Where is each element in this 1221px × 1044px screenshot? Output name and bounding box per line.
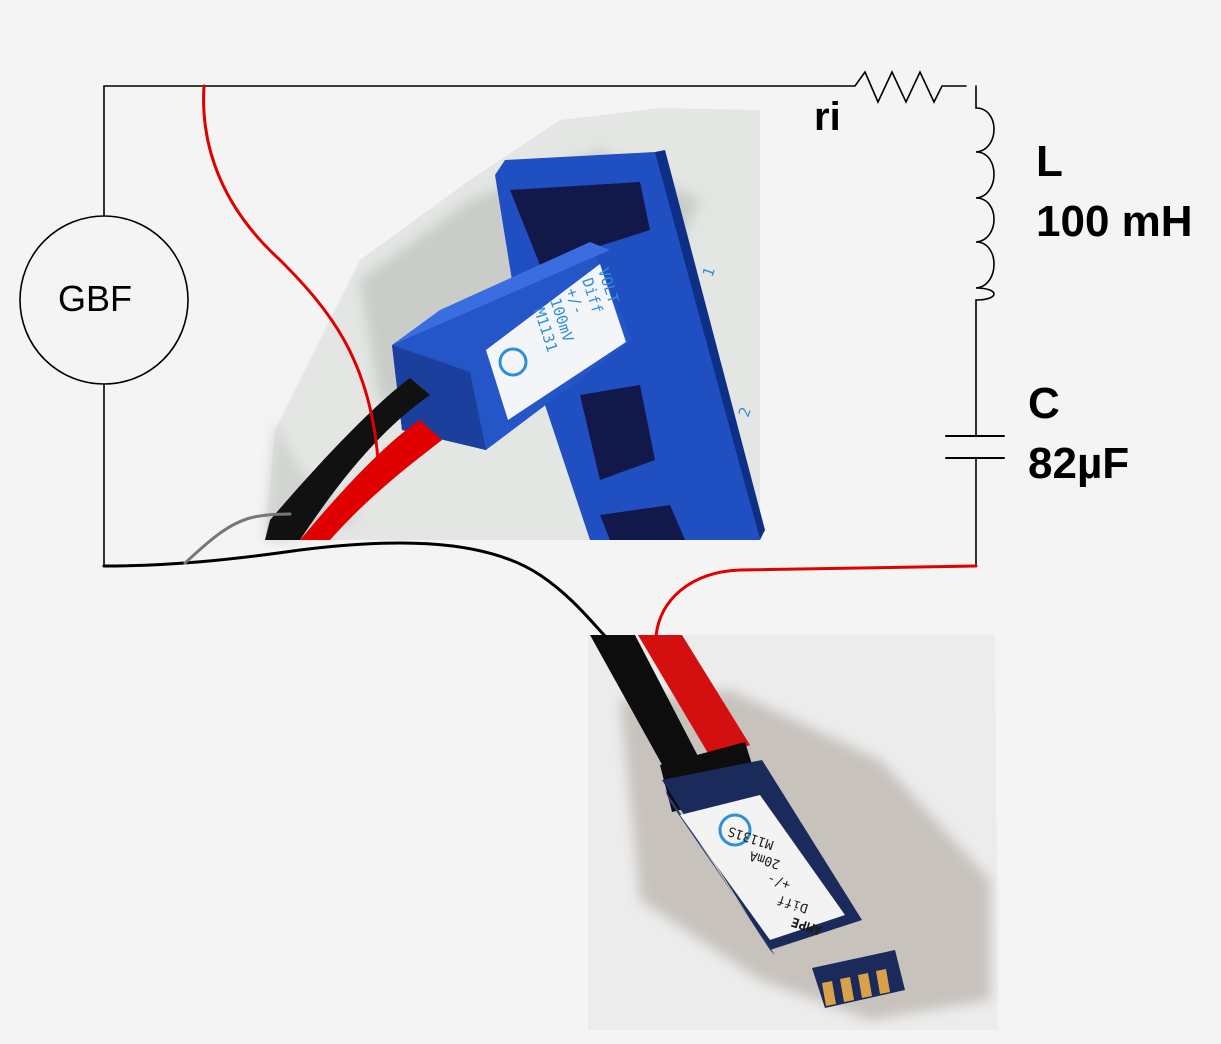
generator-circle — [19, 215, 189, 385]
capacitor-value: 82µF — [1028, 439, 1130, 488]
capacitor-label: C — [1028, 379, 1060, 428]
circuit-wires — [102, 70, 1005, 638]
rail-slot-2 — [580, 385, 655, 480]
red-cable — [300, 420, 442, 540]
amp-text-line: +/- — [765, 871, 792, 893]
rail-slot-top — [510, 182, 650, 265]
amp-logo-icon — [718, 813, 752, 847]
inductor-symbol — [975, 85, 995, 437]
current-red-lead — [654, 564, 978, 638]
resistor-symbol — [831, 70, 967, 104]
blue-rail-edge — [655, 150, 765, 540]
black-cable-2 — [590, 635, 700, 770]
volt-module-label — [486, 264, 626, 420]
grey-lead — [183, 512, 292, 565]
black-cable — [265, 378, 430, 540]
inductor-label: L — [1036, 137, 1063, 186]
red-cable-2 — [638, 635, 750, 760]
black-ground-lead — [102, 541, 607, 638]
resistor-label: ri — [814, 95, 841, 139]
inductor-value: 100 mH — [1036, 197, 1193, 246]
volt-module-top — [392, 242, 610, 345]
generator-label: GBF — [58, 278, 133, 319]
volt-logo-icon — [498, 347, 528, 377]
voltage-red-lead — [202, 84, 380, 462]
rail-slot-3 — [600, 505, 685, 540]
